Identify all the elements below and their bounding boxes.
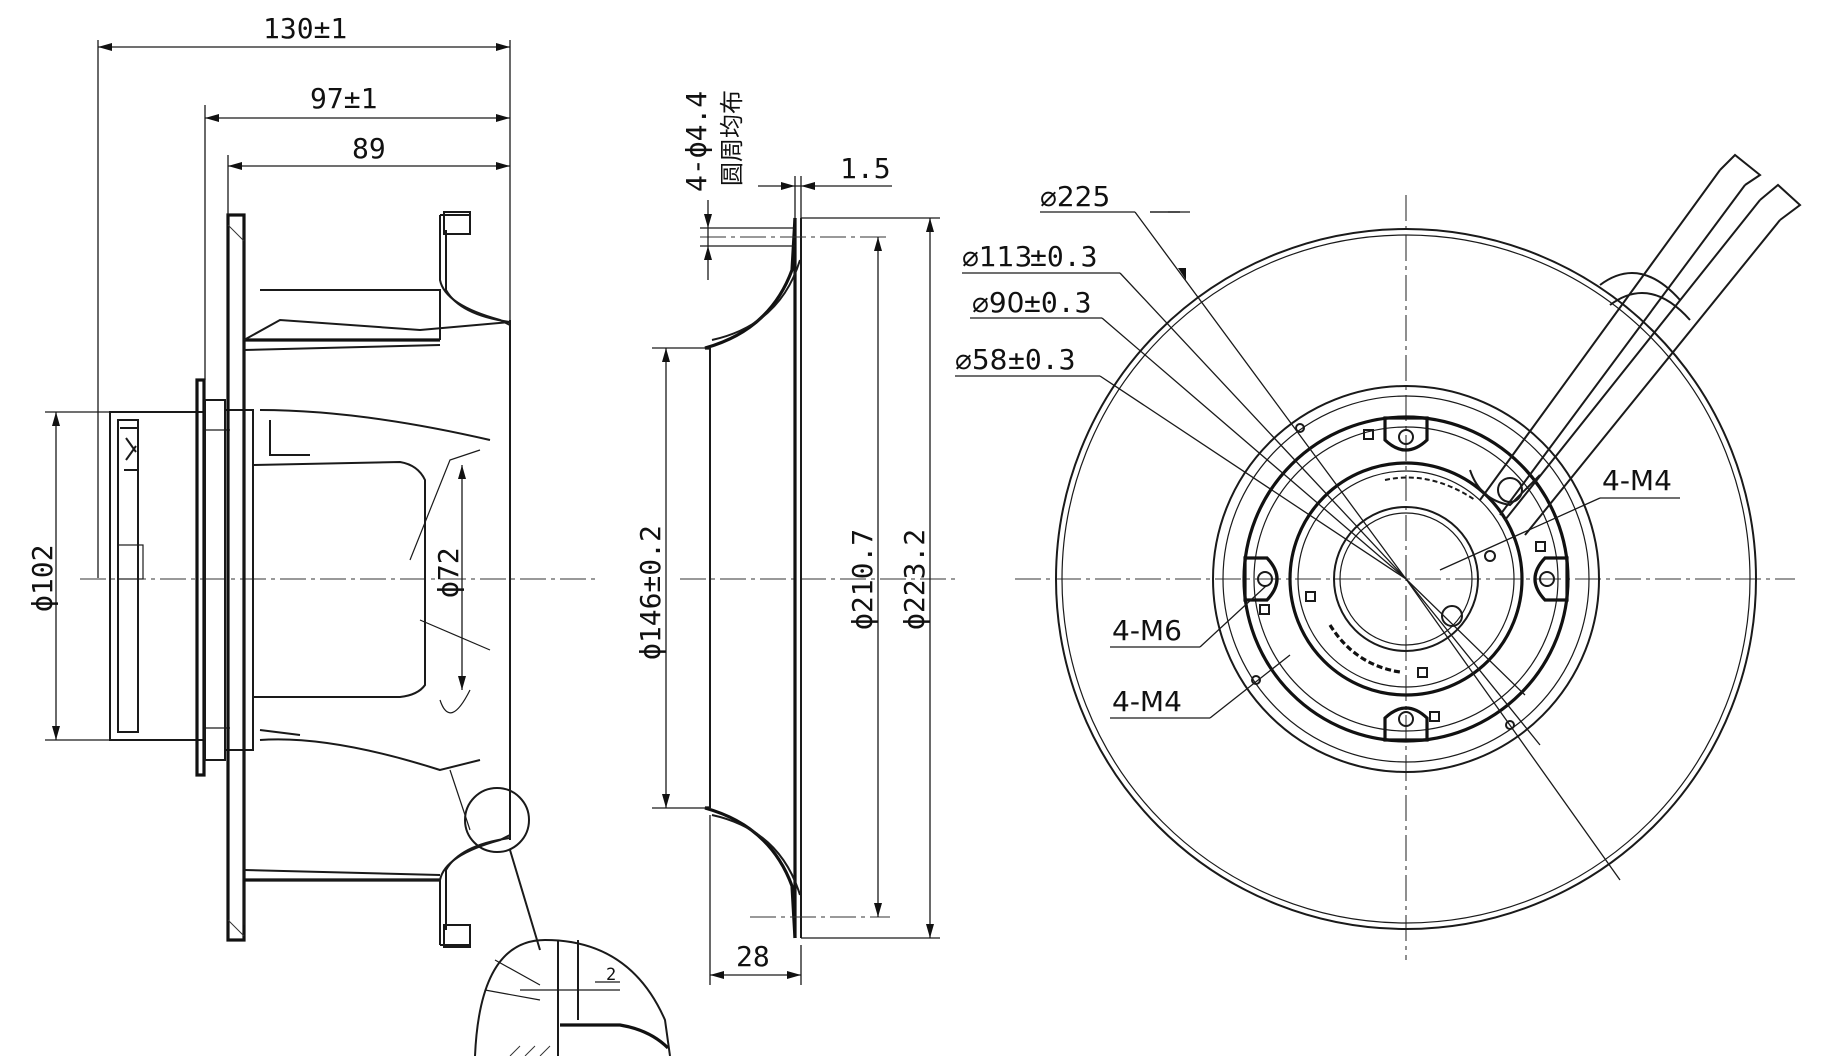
dim-58-tol: ±0.3 xyxy=(1008,343,1075,376)
inlet-ring-view: 4-ϕ4.4 圆周均布 1.5 ϕ146±0.2 ϕ210.7 ϕ223.2 2… xyxy=(634,90,960,985)
dim-phi223: ϕ223.2 xyxy=(898,529,931,630)
front-view: ⌀225 ⌀113 ±0.3 ⌀90 ±0.3 ⌀58 ±0.3 4-M4 4-… xyxy=(955,153,1802,960)
dim-holes-note: 圆周均布 xyxy=(718,90,746,186)
side-view: 2 130±1 97±1 89 ϕ102 ϕ72 xyxy=(26,12,671,1056)
dim-phi146: ϕ146±0.2 xyxy=(634,525,667,660)
dim-90: ⌀90 xyxy=(972,286,1025,319)
detail-dim-2: 2 xyxy=(606,965,616,985)
mounting-flange xyxy=(195,378,206,777)
dim-impeller-width: 97±1 xyxy=(310,82,377,115)
dim-phi102: ϕ102 xyxy=(26,545,59,612)
dim-depth: 28 xyxy=(736,940,770,973)
label-m4-upper: 4-M4 xyxy=(1602,464,1672,497)
dim-overall-width: 130±1 xyxy=(263,12,347,45)
dim-phi210: ϕ210.7 xyxy=(846,529,879,630)
dim-holes: 4-ϕ4.4 xyxy=(680,91,713,192)
motor-rear-housing xyxy=(109,411,206,741)
detail-callout-circle xyxy=(464,787,530,853)
label-m6: 4-M6 xyxy=(1112,614,1182,647)
dim-90-tol: ±0.3 xyxy=(1024,286,1091,319)
detail-view xyxy=(474,938,671,1056)
dim-phi72: ϕ72 xyxy=(432,547,465,598)
dim-113: ⌀113 xyxy=(962,240,1032,273)
dim-89: 89 xyxy=(352,132,386,165)
dim-thickness: 1.5 xyxy=(840,152,891,185)
impeller-outer-circle xyxy=(1055,228,1757,930)
label-m4-lower: 4-M4 xyxy=(1112,685,1182,718)
dim-113-tol: ±0.3 xyxy=(1030,240,1097,273)
dim-58: ⌀58 xyxy=(955,343,1008,376)
dim-225: ⌀225 xyxy=(1040,180,1110,213)
cable-bundle xyxy=(1469,153,1802,536)
mounting-lugs xyxy=(1243,416,1569,742)
impeller-backplate xyxy=(226,213,246,942)
